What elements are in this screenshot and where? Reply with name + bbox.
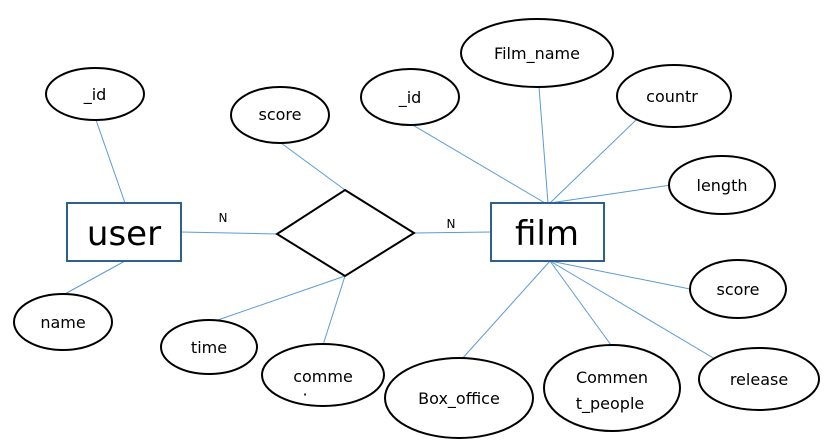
- attribute-user-id-ellipse: [45, 67, 145, 121]
- line-rel-time: [211, 275, 346, 323]
- attribute-user-name-label: name: [40, 313, 85, 332]
- attribute-film-score-label: score: [717, 280, 760, 299]
- attribute-user-name: name: [13, 293, 113, 351]
- attribute-rel-time: time: [160, 319, 258, 375]
- attribute-user-id-label: _id: [83, 85, 107, 105]
- attribute-rel-time-ellipse: [160, 319, 258, 375]
- attribute-film-length: length: [668, 155, 776, 215]
- cardinality-left-label: N: [219, 211, 228, 225]
- attribute-rel-comment-label-line1: comme: [293, 367, 353, 386]
- attribute-rel-time-label: time: [191, 338, 227, 357]
- relationship-diamond: [275, 188, 416, 278]
- line-rel-score: [280, 142, 346, 191]
- attribute-film-country-ellipse: [616, 64, 732, 128]
- entity-film: film: [490, 202, 605, 262]
- attribute-film-release-label: release: [730, 370, 788, 389]
- attribute-film-name-label: Film_name: [494, 44, 580, 64]
- attribute-film-id-ellipse: [360, 68, 460, 126]
- attribute-film-box-office-label: Box_office: [418, 389, 500, 409]
- line-film-box-office: [460, 260, 551, 361]
- attribute-film-comment-people-ellipse: [543, 344, 681, 432]
- attribute-rel-score-ellipse: [230, 86, 330, 144]
- entity-user-box: [66, 202, 182, 262]
- line-relationship-film: [413, 231, 492, 234]
- attribute-user-name-ellipse: [13, 293, 113, 351]
- cardinality-right-label: N: [447, 217, 456, 231]
- connector-lines: [62, 86, 716, 361]
- attribute-film-length-label: length: [697, 176, 748, 195]
- attribute-film-name-ellipse: [460, 18, 614, 88]
- line-film-release: [549, 260, 716, 360]
- attribute-user-id: _id: [45, 67, 145, 121]
- attribute-film-box-office: Box_office: [384, 357, 534, 439]
- entity-film-label: film: [515, 214, 579, 254]
- line-film-score: [549, 260, 691, 290]
- line-user-relationship: [180, 231, 278, 235]
- attribute-film-comment-people: Commen t_people: [543, 344, 681, 432]
- line-film-length: [549, 184, 672, 204]
- attribute-film-comment-people-label-line1: Commen: [576, 368, 648, 387]
- line-film-id: [410, 123, 546, 204]
- attribute-film-country-label: countr: [646, 87, 698, 106]
- attribute-rel-score-label: score: [259, 105, 302, 124]
- line-user-id: [95, 119, 126, 204]
- line-film-name: [538, 86, 549, 204]
- line-film-country: [549, 119, 637, 204]
- line-user-name: [62, 260, 126, 296]
- attribute-film-release: release: [698, 347, 820, 411]
- line-film-comment-people: [549, 260, 612, 346]
- attribute-rel-comment-ellipse: [261, 343, 385, 407]
- attribute-film-id: _id: [360, 68, 460, 126]
- entity-user: user: [66, 202, 182, 262]
- attribute-film-name: Film_name: [460, 18, 614, 88]
- line-rel-comment: [322, 275, 346, 346]
- attribute-film-comment-people-label-line2: t_people: [576, 394, 645, 414]
- attribute-film-score: score: [689, 259, 787, 319]
- entity-film-box: [490, 202, 605, 262]
- attribute-rel-comment-label-line2: ·: [302, 385, 307, 404]
- attribute-film-release-ellipse: [698, 347, 820, 411]
- entity-user-label: user: [87, 214, 161, 254]
- attribute-rel-comment: comme ·: [261, 343, 385, 407]
- attribute-film-id-label: _id: [398, 88, 422, 108]
- attribute-film-country: countr: [616, 64, 732, 128]
- attribute-rel-score: score: [230, 86, 330, 144]
- attribute-film-score-ellipse: [689, 259, 787, 319]
- attribute-film-box-office-ellipse: [384, 357, 534, 439]
- attribute-film-length-ellipse: [668, 155, 776, 215]
